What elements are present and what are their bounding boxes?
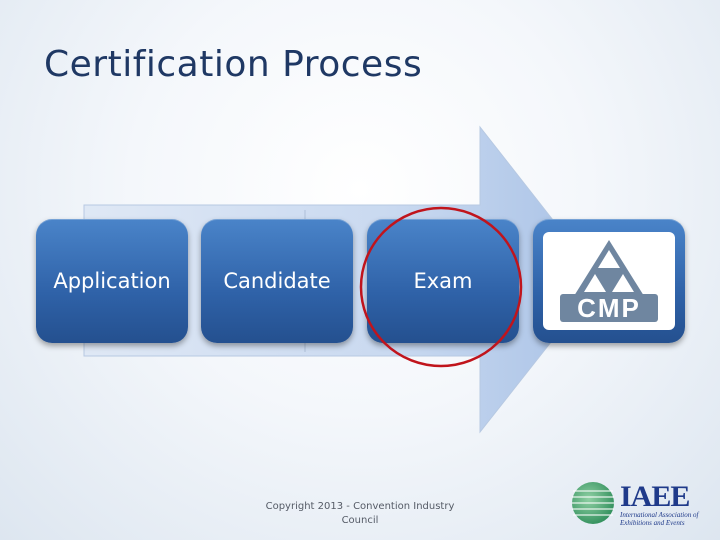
step-label: Exam <box>413 269 473 293</box>
cmp-logo: CMP <box>543 232 675 330</box>
copyright-text: Copyright 2013 - Convention Industry Cou… <box>265 501 455 526</box>
step-application: Application <box>36 219 188 343</box>
step-candidate: Candidate <box>201 219 353 343</box>
iaee-logo: IAEE International Association of Exhibi… <box>570 478 710 528</box>
cmp-logo-icon: CMP <box>560 240 658 323</box>
step-label: Application <box>53 269 171 293</box>
step-label: Candidate <box>223 269 331 293</box>
cmp-logo-text: CMP <box>577 293 641 323</box>
globe-icon <box>572 482 614 524</box>
slide-title: Certification Process <box>44 44 423 85</box>
step-exam: Exam <box>367 219 519 343</box>
iaee-wordmark: IAEE <box>620 480 690 513</box>
iaee-tagline: International Association of Exhibitions… <box>620 511 699 527</box>
step-cmp: CMP <box>533 219 685 343</box>
